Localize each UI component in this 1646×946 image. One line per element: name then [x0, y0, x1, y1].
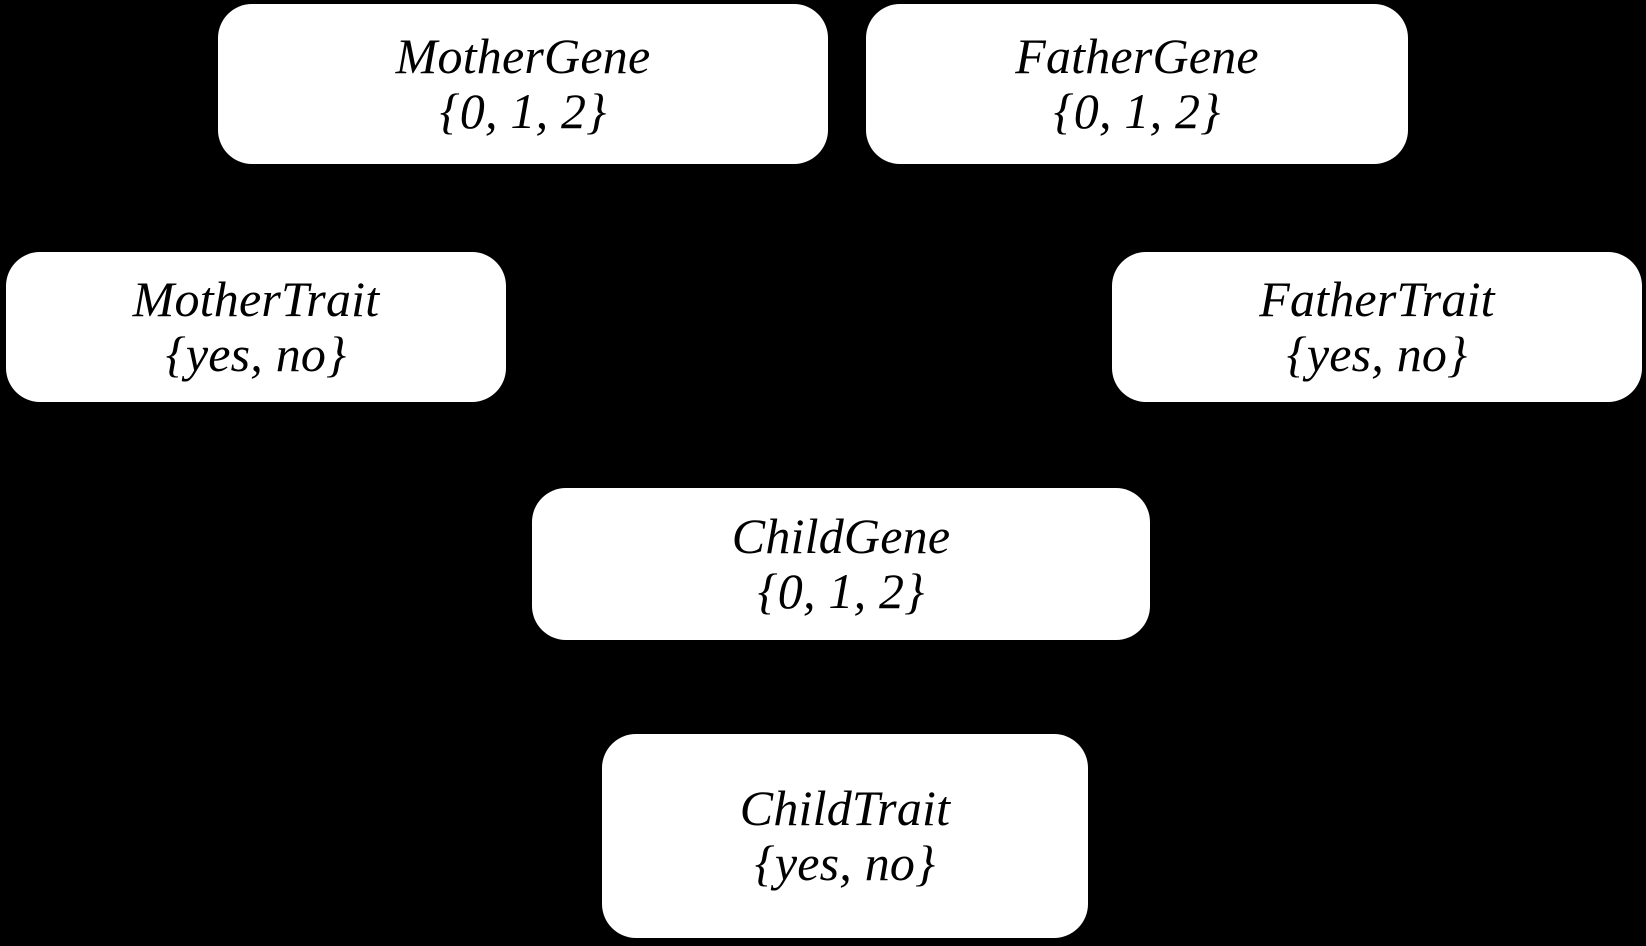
- node-child-gene[interactable]: ChildGene {0, 1, 2}: [532, 488, 1150, 640]
- node-child-gene-title: ChildGene: [731, 508, 951, 564]
- node-father-trait-domain: {yes, no}: [1286, 326, 1468, 382]
- node-mother-gene-domain: {0, 1, 2}: [439, 83, 607, 139]
- node-mother-gene[interactable]: MotherGene {0, 1, 2}: [218, 4, 828, 164]
- node-father-trait[interactable]: FatherTrait {yes, no}: [1112, 252, 1642, 402]
- node-mother-gene-title: MotherGene: [395, 28, 651, 84]
- node-child-trait-domain: {yes, no}: [754, 835, 936, 891]
- node-child-trait[interactable]: ChildTrait {yes, no}: [602, 734, 1088, 938]
- node-father-trait-title: FatherTrait: [1259, 271, 1495, 327]
- node-father-gene-title: FatherGene: [1015, 28, 1259, 84]
- node-child-trait-title: ChildTrait: [739, 780, 951, 836]
- node-father-gene[interactable]: FatherGene {0, 1, 2}: [866, 4, 1408, 164]
- node-mother-trait-domain: {yes, no}: [165, 326, 347, 382]
- node-mother-trait-title: MotherTrait: [132, 271, 380, 327]
- node-father-gene-domain: {0, 1, 2}: [1053, 83, 1221, 139]
- node-mother-trait[interactable]: MotherTrait {yes, no}: [6, 252, 506, 402]
- node-child-gene-domain: {0, 1, 2}: [757, 563, 925, 619]
